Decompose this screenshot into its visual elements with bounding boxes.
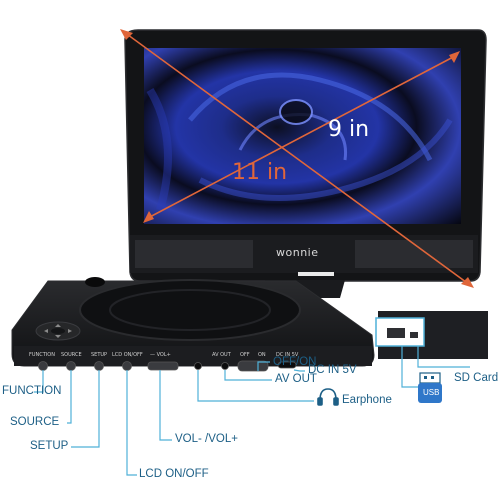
- callout-usb: USB: [423, 388, 440, 397]
- source-button[interactable]: [66, 361, 76, 371]
- usb-slot: [410, 332, 418, 338]
- port-label-function: FUNCTION: [29, 352, 55, 358]
- headphones-icon: [317, 388, 339, 406]
- navigation-pad[interactable]: [35, 321, 81, 341]
- callout-offon: OFF/ON: [273, 356, 317, 368]
- arrowhead-icon: [120, 29, 133, 40]
- arrowhead-icon: [461, 277, 474, 288]
- measure-arrowheads: [120, 29, 474, 288]
- speaker-grille-dots: [135, 240, 473, 268]
- port-label-dcin: DC IN 5V: [276, 352, 299, 358]
- dc-in-port[interactable]: [277, 361, 297, 369]
- callout-vol: VOL- /VOL+: [175, 433, 238, 445]
- setup-button[interactable]: [94, 361, 104, 371]
- screen-swirl: [146, 72, 453, 212]
- front-panel: [14, 346, 372, 366]
- port-label-off: OFF: [240, 352, 250, 358]
- disc-lid-ring: [109, 289, 271, 331]
- callout-sdcard: SD Card: [454, 372, 499, 384]
- callout-dcin: DC IN 5V: [308, 364, 357, 376]
- brand-logo: wonnie: [276, 246, 319, 259]
- lcd-button[interactable]: [122, 361, 132, 371]
- port-label-vol: — VOL+: [150, 352, 171, 358]
- port-label-lcd: LCD ON/OFF: [112, 352, 143, 358]
- measure-lines: [123, 31, 471, 286]
- volume-rocker[interactable]: [147, 361, 179, 371]
- port-label-on: ON: [258, 352, 266, 358]
- device-diagonal-label: 11 in: [232, 160, 288, 185]
- port-label-avout: AV OUT: [212, 352, 231, 358]
- measure-line-device: [123, 31, 471, 286]
- screen-diagonal-label: 9 in: [328, 117, 370, 142]
- callout-source: SOURCE: [10, 416, 60, 428]
- callout-avout: AV OUT: [275, 373, 317, 385]
- leader-lines: [34, 346, 470, 476]
- power-switch[interactable]: [237, 360, 269, 372]
- earphone-jack[interactable]: [194, 362, 202, 370]
- port-label-setup: SETUP: [91, 352, 108, 358]
- measure-line-screen: [145, 54, 458, 220]
- callout-setup: SETUP: [30, 440, 69, 452]
- arrowhead-icon: [143, 211, 154, 223]
- function-button[interactable]: [38, 361, 48, 371]
- callout-function: FUNCTION: [2, 385, 62, 397]
- av-out-jack[interactable]: [221, 362, 229, 370]
- callout-earphone: Earphone: [342, 394, 392, 406]
- eject-button[interactable]: [85, 277, 105, 287]
- usb-drive-icon: [418, 372, 442, 403]
- arrowhead-icon: [449, 51, 460, 63]
- callout-lcd: LCD ON/OFF: [139, 468, 209, 480]
- sd-card-slot: [387, 328, 405, 338]
- hinge-chrome: [298, 272, 334, 276]
- port-label-source: SOURCE: [61, 352, 82, 358]
